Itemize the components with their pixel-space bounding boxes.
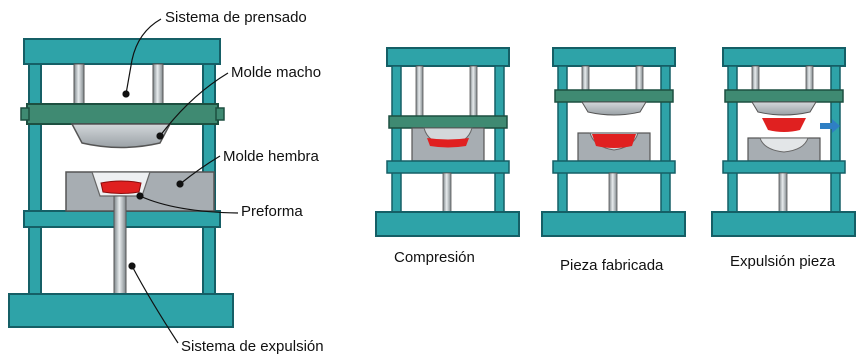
label-ejection-system: Sistema de expulsión: [181, 338, 324, 355]
ejection-arrow-icon: [820, 119, 840, 133]
stage-part-made: [541, 47, 686, 237]
label-male-mold: Molde macho: [231, 64, 321, 81]
stage-ejection: [711, 47, 856, 237]
press-top-beam: [23, 38, 221, 65]
press-rod-right: [152, 63, 164, 105]
preform: [100, 180, 142, 194]
main-press: [8, 38, 234, 328]
label-preform: Preforma: [241, 203, 303, 220]
press-left-column: [28, 63, 42, 295]
label-female-mold: Molde hembra: [223, 148, 320, 165]
caption-part-made: Pieza fabricada: [560, 257, 664, 274]
stage-compression: [375, 47, 520, 237]
press-base: [8, 293, 234, 328]
press-moving-platen: [26, 103, 219, 125]
press-rod-left: [73, 63, 85, 105]
leader-lines: [122, 18, 239, 344]
caption-ejection: Expulsión pieza: [730, 253, 836, 270]
male-mold: [70, 123, 172, 149]
label-pressing-system: Sistema de prensado: [165, 9, 307, 26]
ejection-rod: [113, 195, 127, 295]
caption-compression: Compresión: [394, 249, 475, 266]
